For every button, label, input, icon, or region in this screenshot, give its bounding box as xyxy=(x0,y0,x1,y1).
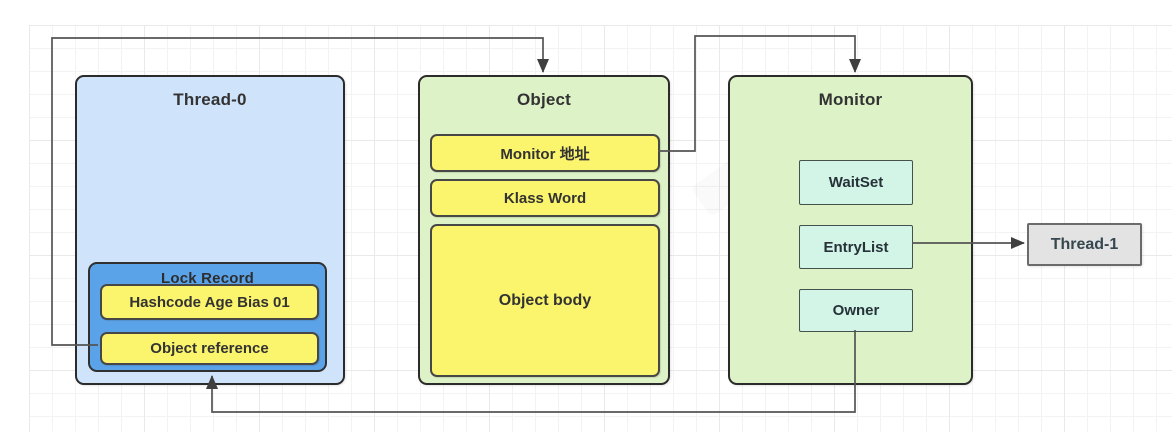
monitor-title: Monitor xyxy=(818,90,883,109)
thread1-box: Thread-1 xyxy=(1027,223,1142,266)
hashcode-age-bias-cell: Hashcode Age Bias 01 xyxy=(100,284,319,320)
lock-record-box: Lock Record Hashcode Age Bias 01 Object … xyxy=(88,262,327,372)
object-title: Object xyxy=(516,90,572,109)
object-body-cell: Object body xyxy=(430,224,660,377)
thread0-title: Thread-0 xyxy=(173,90,247,109)
object-box: Object Monitor 地址 Klass Word Object body xyxy=(418,75,670,385)
monitor-box: Monitor WaitSet EntryList Owner xyxy=(728,75,973,385)
owner-cell: Owner xyxy=(799,289,913,332)
klass-word-cell: Klass Word xyxy=(430,179,660,217)
object-reference-cell: Object reference xyxy=(100,332,319,365)
waitset-cell: WaitSet xyxy=(799,160,913,205)
monitor-address-cell: Monitor 地址 xyxy=(430,134,660,172)
entrylist-cell: EntryList xyxy=(799,225,913,269)
